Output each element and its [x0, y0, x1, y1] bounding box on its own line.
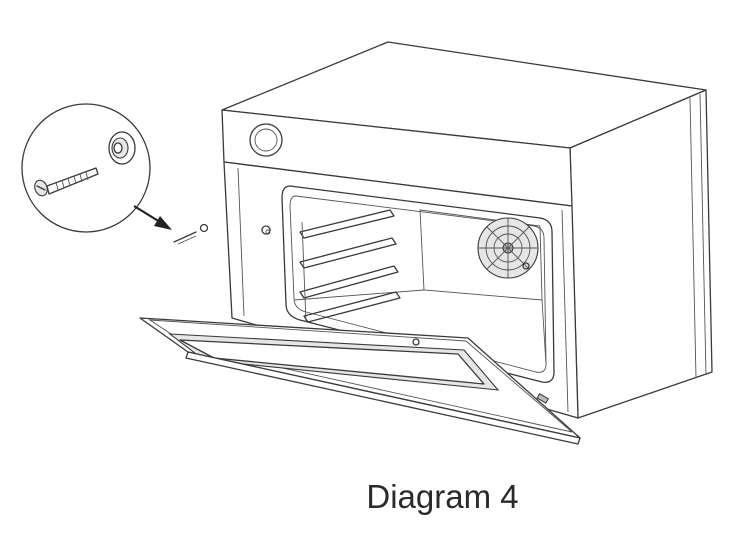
detail-callout [21, 103, 151, 233]
shelf-support-left [299, 209, 401, 323]
pointer-arrow [133, 205, 172, 230]
mounting-hole-left [261, 225, 271, 235]
screw-icon [34, 167, 99, 197]
screw-small-icon [173, 223, 209, 245]
mounting-hole-right [522, 262, 530, 270]
spacer-icon [108, 131, 136, 165]
oven-door [139, 317, 581, 445]
control-knob [249, 123, 283, 157]
fan-cover [477, 217, 539, 279]
diagram-caption: Diagram 4 [366, 478, 519, 515]
